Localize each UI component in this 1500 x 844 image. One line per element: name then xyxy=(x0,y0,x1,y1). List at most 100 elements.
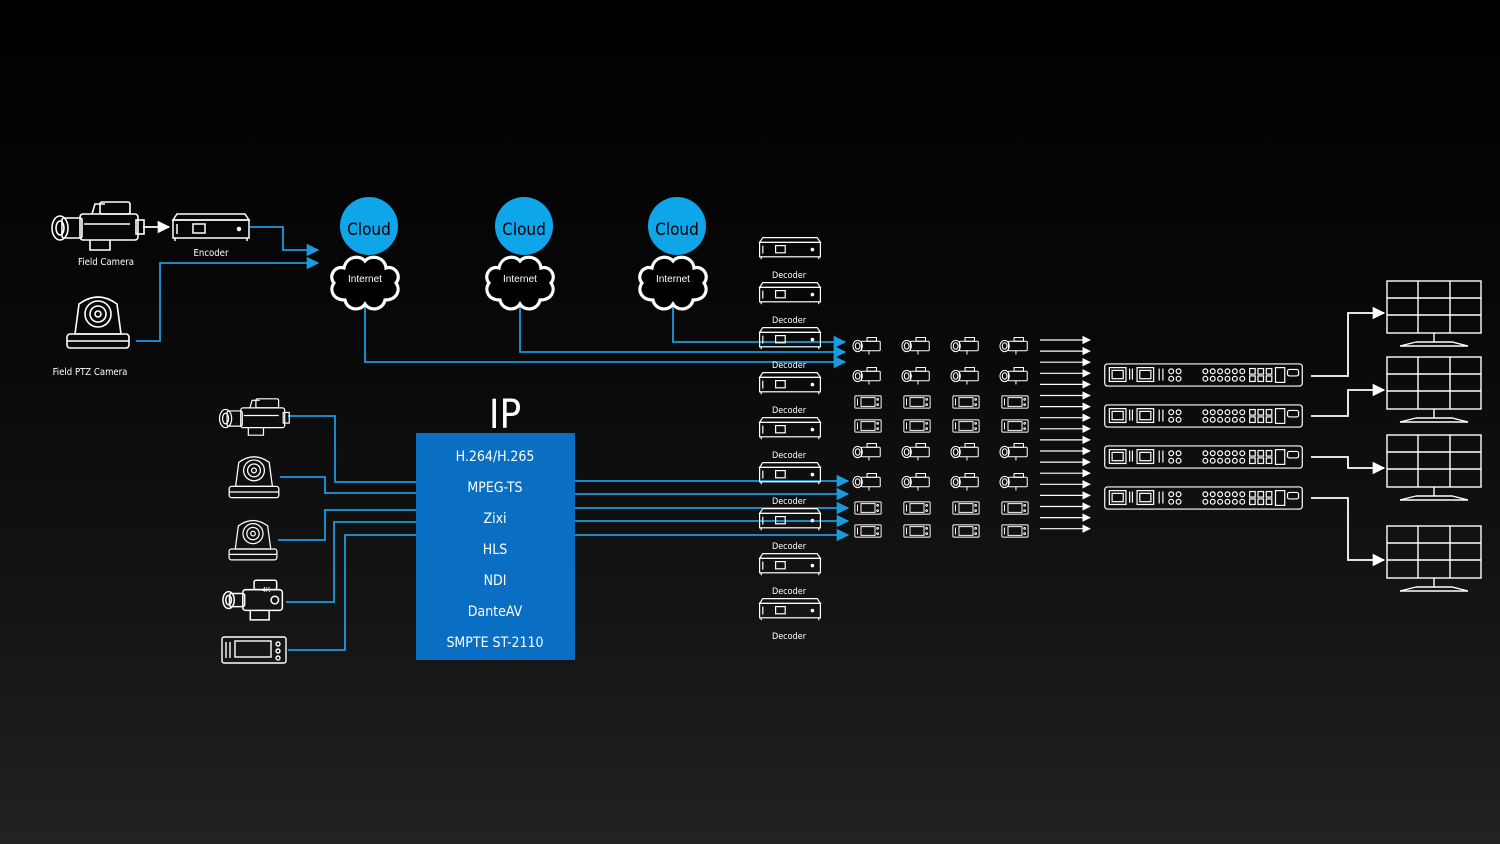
router-stack xyxy=(1104,363,1303,510)
recorder-monitor-icon xyxy=(221,636,287,664)
encoder-box-icon xyxy=(172,213,250,242)
cam2-to-ip-line xyxy=(280,476,416,494)
cloud-node-3: Cloud Internet xyxy=(638,197,708,311)
cloud-badge xyxy=(648,197,706,255)
protocol-item: MPEG-TS xyxy=(467,480,522,496)
decoder-unit: Decoder xyxy=(758,371,822,416)
grid-recorder-icon xyxy=(952,501,980,515)
decoder-label: Decoder xyxy=(772,316,807,326)
grid-camera-icon xyxy=(999,366,1028,386)
grid-recorder-icon xyxy=(903,419,931,433)
cloud2-to-decoder-line xyxy=(519,306,847,359)
decoder-label: Decoder xyxy=(772,406,807,416)
grid-camera-icon xyxy=(852,366,881,386)
multiviewer-monitor-icon xyxy=(1386,434,1482,501)
decoder-unit: Decoder xyxy=(758,597,822,642)
grid-camera-icon xyxy=(950,336,979,356)
decoder-label: Decoder xyxy=(772,361,807,371)
4k-badge-icon: 4K xyxy=(262,587,271,594)
cam4-to-ip-line xyxy=(286,521,416,603)
decoder-label: Decoder xyxy=(772,632,807,642)
ip-protocol-box: H.264/H.265 MPEG-TS Zixi HLS NDI DanteAV… xyxy=(416,433,575,660)
grid-recorder-icon xyxy=(854,524,882,538)
protocol-item: NDI xyxy=(484,573,507,589)
cloud3-to-decoder-line xyxy=(672,306,847,349)
decoder-unit: Decoder xyxy=(758,416,822,461)
grid-camera-icon xyxy=(852,442,881,462)
grid-camera-icon xyxy=(901,336,930,356)
cloud-subtitle: Internet xyxy=(348,274,382,285)
grid-recorder-icon xyxy=(1001,395,1029,409)
protocol-item: Zixi xyxy=(483,511,506,527)
cam3-to-ip-line xyxy=(278,509,416,541)
grid-recorder-icon xyxy=(1001,419,1029,433)
decoder-box-icon xyxy=(758,326,822,350)
decoder-label: Decoder xyxy=(772,497,807,507)
encoder-label: Encoder xyxy=(194,248,229,259)
grid-recorder-icon xyxy=(903,524,931,538)
cloud-node-1: Cloud Internet xyxy=(330,197,400,311)
decoder-unit: Decoder xyxy=(758,236,822,281)
multiviewer-column xyxy=(1386,280,1482,592)
cloud-title: Cloud xyxy=(655,220,699,240)
decoder-box-icon xyxy=(758,597,822,621)
protocol-item: HLS xyxy=(483,542,508,558)
encoder-to-cloud-line xyxy=(250,226,320,257)
grid-camera-icon xyxy=(901,442,930,462)
decoder-box-icon xyxy=(758,507,822,531)
cloud-title: Cloud xyxy=(502,220,546,240)
protocol-item: SMPTE ST-2110 xyxy=(446,635,543,651)
grid-recorder-icon xyxy=(903,501,931,515)
camcorder-4k-icon xyxy=(222,579,284,621)
decoder-box-icon xyxy=(758,552,822,576)
decoder-box-icon xyxy=(758,416,822,440)
decoder-label: Decoder xyxy=(772,271,807,281)
ptz-camera-icon xyxy=(66,296,130,349)
ptz-camera-icon xyxy=(228,519,278,561)
cloud-badge xyxy=(340,197,398,255)
decoder-box-icon xyxy=(758,236,822,260)
field-camera-label: Field Camera xyxy=(78,257,134,268)
source-grid xyxy=(852,336,1029,538)
router-input-arrows xyxy=(1040,335,1091,533)
cloud-subtitle: Internet xyxy=(656,274,690,285)
grid-recorder-icon xyxy=(952,524,980,538)
cloud-node-2: Cloud Internet xyxy=(485,197,555,311)
decoder-unit: Decoder xyxy=(758,461,822,507)
grid-recorder-icon xyxy=(903,395,931,409)
multiviewer-monitor-icon xyxy=(1386,280,1482,347)
grid-recorder-icon xyxy=(854,419,882,433)
grid-camera-icon xyxy=(852,472,881,492)
grid-camera-icon xyxy=(901,366,930,386)
ptz-camera-icon xyxy=(228,456,280,499)
decoder-unit: Decoder xyxy=(758,326,822,371)
cloud-badge xyxy=(495,197,553,255)
decoder-unit: Decoder xyxy=(758,507,822,552)
grid-recorder-icon xyxy=(952,419,980,433)
grid-recorder-icon xyxy=(1001,501,1029,515)
grid-camera-icon xyxy=(852,336,881,356)
decoder-label: Decoder xyxy=(772,587,807,597)
decoder-label: Decoder xyxy=(772,451,807,461)
cam1-to-ip-line xyxy=(288,415,416,483)
grid-camera-icon xyxy=(999,472,1028,492)
grid-recorder-icon xyxy=(854,501,882,515)
decoder-column: Decoder Decoder Decoder Decoder Decoder … xyxy=(758,236,822,642)
decoder-unit: Decoder xyxy=(758,281,822,326)
router-to-multiviewer-lines xyxy=(1311,306,1386,567)
grid-recorder-icon xyxy=(1001,524,1029,538)
broadcast-camera-icon xyxy=(51,201,145,251)
protocol-item: DanteAV xyxy=(468,604,523,620)
grid-camera-icon xyxy=(950,366,979,386)
grid-camera-icon xyxy=(950,442,979,462)
rack-router-icon xyxy=(1104,486,1303,510)
cloud-subtitle: Internet xyxy=(503,274,537,285)
recorder-to-ip-line xyxy=(288,534,416,651)
ip-heading: IP xyxy=(489,392,521,438)
grid-camera-icon xyxy=(999,336,1028,356)
cloud1-to-decoder-line xyxy=(364,306,847,369)
rack-router-icon xyxy=(1104,445,1303,469)
multiviewer-monitor-icon xyxy=(1386,356,1482,423)
cloud-title: Cloud xyxy=(347,220,391,240)
